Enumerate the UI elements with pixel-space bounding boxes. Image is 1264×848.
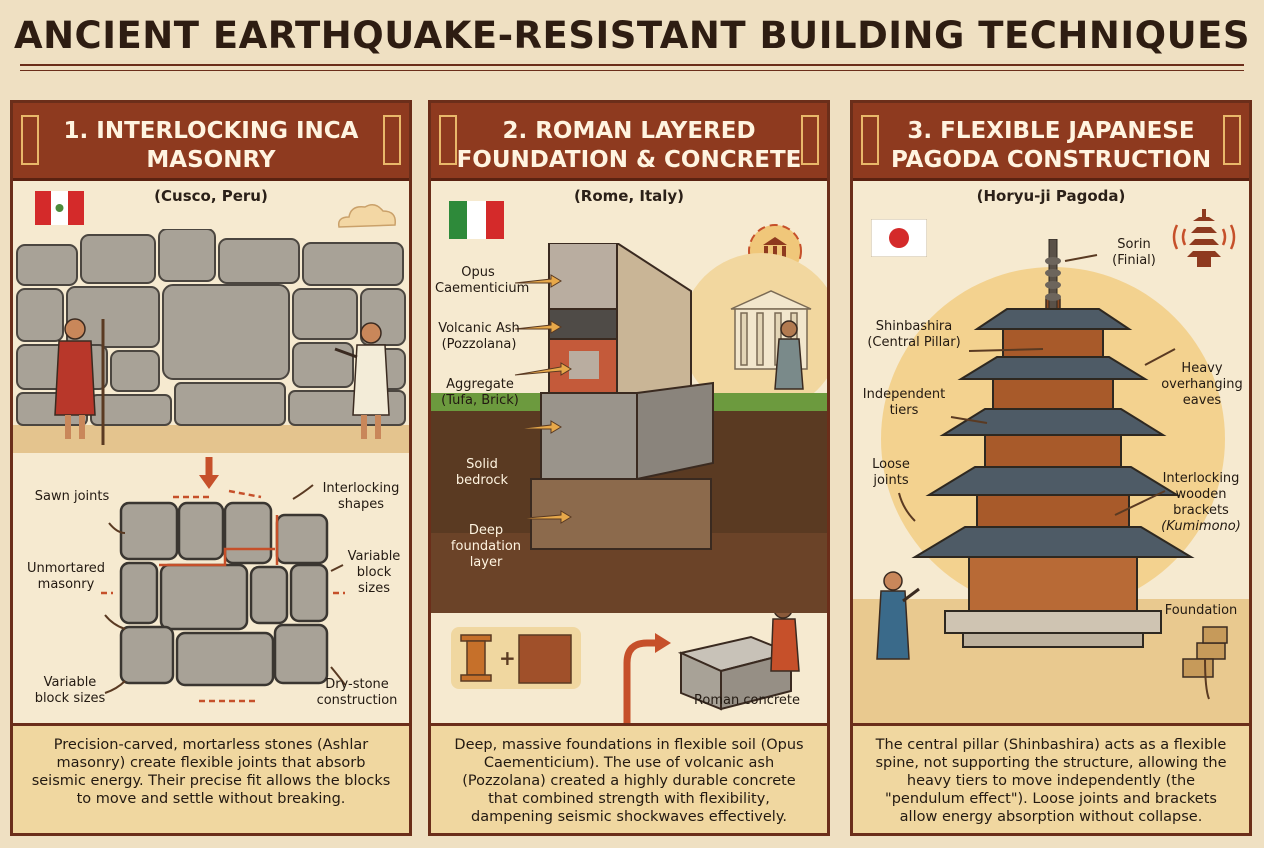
label-interlocking-brackets: Interlocking wooden brackets [1162,471,1240,518]
header-ornament [21,115,39,165]
label-variable-block-sizes-right: Variable block sizes [347,549,401,596]
panel-title: 3. FLEXIBLE JAPANESE PAGODA CONSTRUCTION [890,118,1212,173]
label-deep-foundation: Deep foundation layer [450,523,522,570]
svg-text:+: + [499,646,516,670]
roman-wall-cross-section [431,243,827,613]
label-sorin: Sorin (Finial) [1112,237,1156,268]
header-ornament [1223,115,1241,165]
label-shinbashira: Shinbashira (Central Pillar) [867,319,961,350]
label-independent-tiers: Independent tiers [862,387,946,418]
label-loose-joints: Loose joints [872,457,910,488]
panel-inca-masonry: 1. INTERLOCKING INCA MASONRY (Cusco, Per… [10,100,412,836]
cloud-icon [337,204,396,228]
inca-figure-right [334,322,390,439]
panel-location: (Horyu-ji Pagoda) [976,187,1126,205]
label-opus-caementicium: Opus Caementicium [435,265,530,296]
panel-roman-foundation: 2. ROMAN LAYERED FOUNDATION & CONCRETE (… [428,100,830,836]
label-unmortared-masonry: Unmortared masonry [26,561,106,592]
panel-header: 2. ROMAN LAYERED FOUNDATION & CONCRETE [431,103,827,181]
roman-concrete-inset: + [431,613,827,729]
header-ornament [439,115,457,165]
title-divider-thin [20,70,1244,71]
panel-caption: Deep, massive foundations in flexible so… [431,723,827,833]
pagoda-illustration [853,239,1249,729]
header-ornament [861,115,879,165]
header-ornament [383,115,401,165]
label-dry-stone-construction: Dry-stone construction [316,677,398,708]
panel-header: 1. INTERLOCKING INCA MASONRY [13,103,409,181]
inca-wall-illustration [13,229,409,453]
peru-flag-icon [35,191,84,225]
label-kumimono: (Kumimono) [1161,519,1241,534]
label-variable-block-sizes-left: Variable block sizes [34,675,106,706]
label-volcanic-ash: Volcanic Ash (Pozzolana) [438,321,520,352]
label-heavy-eaves: Heavy overhanging eaves [1161,361,1243,408]
panel-location: (Cusco, Peru) [154,187,268,205]
label-interlocking-shapes: Interlocking shapes [322,481,400,512]
brick-fragments-icon [518,634,572,684]
label-foundation: Foundation [1164,603,1238,618]
label-roman-concrete: Roman concrete [693,693,801,708]
japanese-figure [876,571,920,660]
panel-japanese-pagoda: 3. FLEXIBLE JAPANESE PAGODA CONSTRUCTION… [850,100,1252,836]
title-divider [20,64,1244,66]
inca-figure-left [54,318,105,445]
roman-figure [774,320,804,390]
interlocking-blocks-diagram [101,457,346,703]
roman-worker [770,613,800,672]
page-title: ANCIENT EARTHQUAKE-RESISTANT BUILDING TE… [13,14,1251,57]
panel-title: 2. ROMAN LAYERED FOUNDATION & CONCRETE [456,118,802,173]
panel-caption: Precision-carved, mortarless stones (Ash… [13,723,409,833]
panel-caption: The central pillar (Shinbashira) acts as… [853,723,1249,833]
label-aggregate: Aggregate (Tufa, Brick) [441,377,519,408]
column-icon [460,634,492,682]
panel-header: 3. FLEXIBLE JAPANESE PAGODA CONSTRUCTION [853,103,1249,181]
italy-flag-icon [449,201,504,239]
panel-location: (Rome, Italy) [573,187,685,205]
panel-title: 1. INTERLOCKING INCA MASONRY [63,118,359,173]
japan-flag-icon [871,219,927,257]
header-ornament [801,115,819,165]
pagoda-seismic-icon [1172,209,1236,267]
label-sawn-joints: Sawn joints [34,489,110,504]
label-solid-bedrock: Solid bedrock [455,457,509,488]
